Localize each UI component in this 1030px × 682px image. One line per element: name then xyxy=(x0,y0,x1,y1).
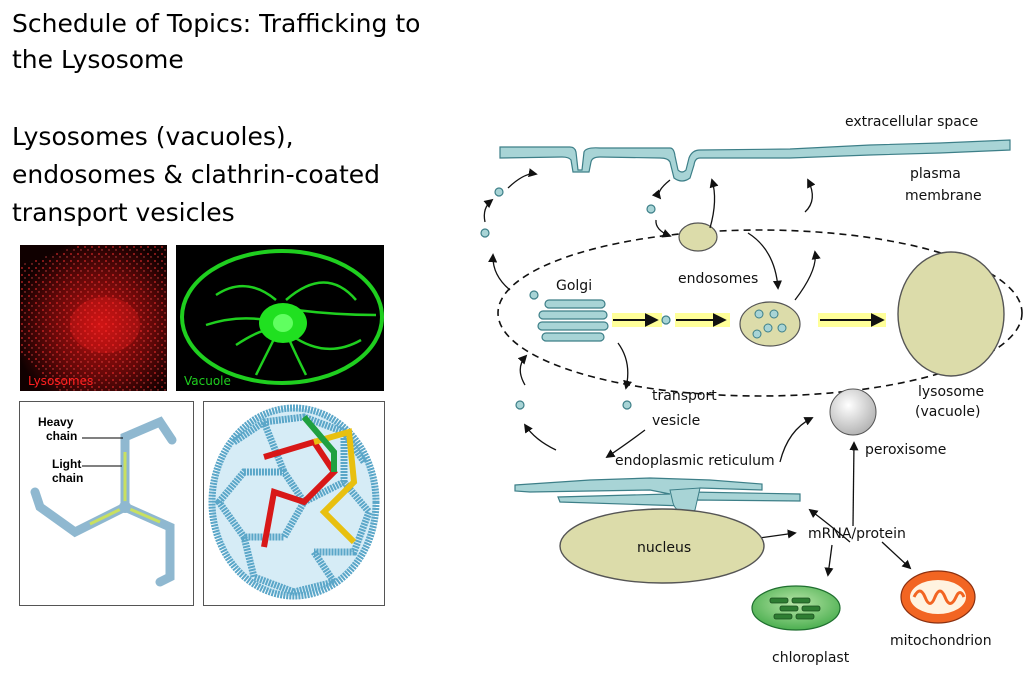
endoplasmic-reticulum xyxy=(514,477,801,507)
clathrin-cage-drawing xyxy=(208,404,380,600)
endosomes-label: endosomes xyxy=(678,271,758,287)
lysosome-label-line1: lysosome xyxy=(918,384,984,400)
mrna-protein-label: mRNA/protein xyxy=(808,526,906,542)
nucleus-label: nucleus xyxy=(637,540,691,556)
golgi xyxy=(537,299,609,342)
plasma-membrane-label-line2: membrane xyxy=(905,188,982,204)
extracellular-space-label: extracellular space xyxy=(845,114,978,130)
lysosomes-micrograph: Lysosomes xyxy=(20,245,167,391)
golgi-to-lysosome-arrows xyxy=(612,313,886,327)
nucleus xyxy=(559,508,765,584)
vacuole-image xyxy=(176,245,384,391)
slide-title: Schedule of Topics: Trafficking to the L… xyxy=(12,9,421,74)
transport-vesicles xyxy=(480,187,671,410)
slide-subtitle: Lysosomes (vacuoles), endosomes & clathr… xyxy=(12,122,381,227)
golgi-label: Golgi xyxy=(556,278,592,294)
peroxisome-label: peroxisome xyxy=(865,442,946,458)
er-label: endoplasmic reticulum xyxy=(615,453,775,469)
chloroplast-label: chloroplast xyxy=(772,650,850,666)
lysosome-label-line2: (vacuole) xyxy=(915,404,980,420)
vacuole-label: Vacuole xyxy=(184,374,231,388)
plasma-membrane-label-line1: plasma xyxy=(910,166,961,182)
peroxisome xyxy=(829,388,877,436)
trafficking-diagram-svg: extracellular space plasma membrane Golg… xyxy=(480,114,1023,666)
mitochondrion-label: mitochondrion xyxy=(890,633,992,649)
plasma-membrane xyxy=(499,139,1011,182)
lysosomes-image xyxy=(20,245,167,391)
trafficking-diagram: extracellular space plasma membrane Golg… xyxy=(470,100,1030,678)
vacuole-micrograph: Vacuole xyxy=(176,245,384,391)
transport-vesicle-label-line1: transport xyxy=(652,388,717,404)
cell-boundary xyxy=(497,229,1023,397)
early-endosome xyxy=(678,222,718,252)
lysosome xyxy=(897,251,1005,377)
lysosomes-label: Lysosomes xyxy=(28,374,94,388)
clathrin-cage-figure xyxy=(203,401,385,606)
transport-vesicle-label-line2: vesicle xyxy=(652,413,700,429)
